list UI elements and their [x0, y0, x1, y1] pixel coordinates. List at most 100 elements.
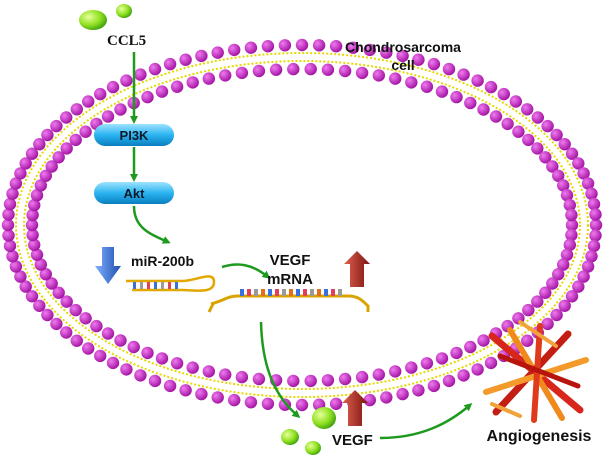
membrane-head-icon	[19, 280, 32, 293]
membrane-head-icon	[195, 387, 208, 401]
mrna-base	[317, 289, 321, 296]
mrna-base	[296, 289, 300, 296]
membrane-head-icon	[321, 63, 335, 76]
membrane-head-icon	[60, 142, 73, 155]
membrane-head-icon	[120, 363, 133, 376]
mrna-base	[240, 289, 244, 296]
membrane-head-icon	[219, 368, 232, 381]
membrane-head-icon	[244, 41, 258, 54]
membrane-head-icon	[163, 57, 177, 71]
mrna-base	[289, 289, 293, 296]
membrane-head-icon	[471, 74, 484, 87]
membrane-head-icon	[541, 317, 554, 331]
membrane-head-icon	[25, 218, 39, 232]
red-up-arrow-icon	[342, 390, 368, 426]
membrane-head-icon	[321, 374, 335, 387]
membrane-head-icon	[501, 117, 514, 131]
red-up-arrow-icon	[344, 251, 370, 287]
membrane-head-icon	[589, 229, 602, 242]
membrane-head-icon	[25, 290, 39, 303]
membrane-head-icon	[509, 95, 522, 108]
membrane-tail-band	[23, 60, 581, 390]
membrane-head-icon	[304, 374, 317, 388]
cell-label-line2: cell	[391, 57, 414, 73]
membrane-head-icon	[577, 167, 590, 180]
membrane-head-icon	[9, 177, 23, 190]
mrna-base	[338, 289, 342, 296]
membrane-head-icon	[202, 365, 215, 378]
membrane-head-icon	[550, 128, 563, 142]
angiogenesis-label: Angiogenesis	[487, 428, 592, 445]
membrane-head-icon	[497, 87, 510, 101]
vegf-label: VEGF	[332, 432, 373, 449]
membrane-head-icon	[531, 111, 544, 124]
membrane-head-icon	[550, 308, 563, 322]
membrane-head-icon	[141, 346, 154, 360]
membrane-head-icon	[179, 53, 192, 66]
membrane-head-icon	[363, 393, 376, 407]
membrane-head-icon	[295, 38, 309, 52]
membrane-head-icon	[39, 268, 52, 281]
membrane-head-icon	[114, 334, 127, 347]
membrane-head-icon	[228, 43, 241, 57]
membrane-head-icon	[435, 352, 449, 365]
membrane-head-icon	[170, 80, 184, 93]
membrane-head-icon	[30, 189, 44, 202]
membrane-head-icon	[120, 74, 133, 87]
membrane-head-icon	[45, 277, 58, 290]
mrna-base	[331, 289, 335, 296]
membrane-head-icon	[228, 393, 241, 407]
membrane-head-icon	[546, 277, 559, 290]
membrane-head-icon	[14, 270, 27, 283]
membrane-head-icon	[134, 369, 147, 382]
membrane-head-icon	[278, 39, 292, 52]
membrane-head-icon	[521, 334, 534, 347]
mrna-base	[310, 289, 314, 296]
membrane-head-icon	[186, 361, 199, 374]
mrna-base	[275, 289, 279, 296]
membrane-head-icon	[558, 299, 571, 312]
membrane-head-icon	[94, 87, 107, 101]
membrane-head-icon	[587, 239, 601, 253]
membrane-head-icon	[552, 268, 565, 281]
mrna-base	[247, 289, 251, 296]
mrna-base	[282, 289, 286, 296]
membrane-head-icon	[59, 326, 73, 339]
membrane-head-icon	[435, 85, 449, 98]
membrane-head-icon	[219, 69, 232, 82]
membrane-head-icon	[565, 208, 578, 222]
membrane-head-icon	[560, 189, 574, 202]
membrane-head-icon	[30, 248, 44, 261]
membrane-head-icon	[589, 208, 602, 221]
membrane-head-icon	[2, 208, 15, 221]
membrane-head-icon	[304, 62, 317, 76]
membrane-head-icon	[581, 260, 595, 273]
cell-membrane	[1, 38, 603, 412]
membrane-head-icon	[155, 85, 169, 98]
membrane-head-icon	[82, 95, 95, 108]
membrane-head-icon	[539, 286, 552, 299]
membrane-head-icon	[489, 110, 503, 123]
membrane-head-icon	[94, 349, 107, 363]
membrane-head-icon	[6, 250, 19, 263]
membrane-head-icon	[211, 391, 224, 404]
vessel-bundle-icon	[483, 320, 589, 423]
membrane-head-icon	[3, 239, 17, 253]
mrna-base	[261, 289, 265, 296]
membrane-head-icon	[565, 218, 579, 232]
membrane-head-icon	[405, 361, 418, 374]
membrane-head-icon	[442, 62, 456, 76]
blue-down-arrow-icon	[95, 247, 121, 284]
membrane-head-icon	[552, 169, 565, 182]
vegf-protein-icon	[281, 407, 336, 455]
membrane-head-icon	[69, 133, 82, 147]
membrane-head-icon	[380, 391, 393, 404]
membrane-head-icon	[312, 39, 326, 52]
arrow-vegf-angiogenesis	[379, 403, 473, 440]
membrane-head-icon	[106, 356, 120, 370]
membrane-head-icon	[179, 384, 192, 397]
membrane-head-icon	[211, 46, 224, 59]
membrane-head-icon	[450, 346, 463, 360]
ccl5-label: CCL5	[107, 33, 146, 49]
